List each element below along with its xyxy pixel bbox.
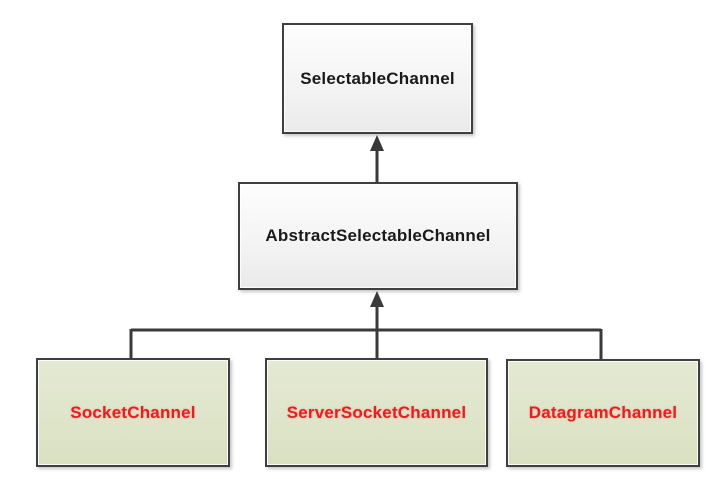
node-server-socket-channel: ServerSocketChannel <box>265 358 488 467</box>
node-abstract-selectable-channel-label: AbstractSelectableChannel <box>265 226 491 245</box>
node-abstract-selectable-channel: AbstractSelectableChannel <box>238 182 518 290</box>
inheritance-arrow-children-to-abstract <box>370 291 384 358</box>
node-selectable-channel-label: SelectableChannel <box>300 68 455 88</box>
node-datagram-channel: DatagramChannel <box>506 359 700 467</box>
node-server-socket-channel-label: ServerSocketChannel <box>286 402 467 422</box>
inheritance-arrow-abstract-to-selectable <box>370 135 384 182</box>
node-datagram-channel-label: DatagramChannel <box>528 403 678 422</box>
node-socket-channel: SocketChannel <box>36 358 230 467</box>
connector-bus <box>129 328 603 359</box>
node-selectable-channel: SelectableChannel <box>282 23 473 134</box>
node-socket-channel-label: SocketChannel <box>70 402 196 422</box>
